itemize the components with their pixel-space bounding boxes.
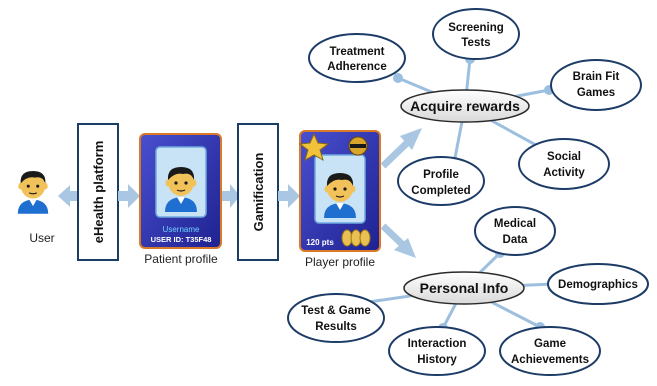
svg-text:Screening: Screening — [448, 22, 504, 34]
gamification-label: Gamification — [251, 153, 266, 232]
gamification-box — [237, 123, 279, 261]
svg-text:Social: Social — [547, 151, 581, 163]
svg-text:Results: Results — [315, 321, 357, 333]
svg-text:Interaction: Interaction — [408, 338, 467, 350]
player-points: 120 pts — [306, 238, 334, 247]
node-demographics: Demographics — [547, 263, 649, 305]
node-profile-completed: Profile Completed — [397, 156, 485, 206]
node-screening-tests: Screening Tests — [432, 8, 520, 60]
patient-username: Username — [163, 225, 200, 234]
svg-text:Completed: Completed — [411, 185, 470, 197]
svg-text:Treatment: Treatment — [330, 46, 385, 58]
ehealth-platform-label: eHealth platform — [91, 141, 106, 244]
node-treatment-adherence: Treatment Adherence — [308, 33, 406, 83]
user-label: User — [29, 231, 54, 245]
svg-text:Data: Data — [503, 234, 529, 246]
svg-text:Activity: Activity — [543, 167, 585, 179]
svg-text:Medical: Medical — [494, 218, 536, 230]
patient-profile-caption: Patient profile — [144, 252, 218, 266]
patient-user-id: USER ID: T35F48 — [151, 235, 212, 244]
svg-text:Adherence: Adherence — [327, 61, 386, 73]
player-profile-caption: Player profile — [305, 255, 375, 269]
svg-text:Test & Game: Test & Game — [301, 305, 370, 317]
acquire-rewards-label: Acquire rewards — [410, 98, 520, 114]
arrow-gamification-player — [278, 184, 300, 208]
ehealth-platform-box — [77, 123, 119, 261]
acquire-rewards-hub — [400, 89, 530, 123]
svg-text:Demographics: Demographics — [558, 279, 638, 291]
user-avatar — [17, 170, 49, 215]
player-profile-card: 120 pts — [298, 130, 381, 252]
star-icon — [298, 132, 330, 162]
connector-dot — [393, 73, 403, 83]
personal-info-label: Personal Info — [420, 280, 509, 296]
svg-text:Profile: Profile — [423, 169, 459, 181]
node-interaction-history: Interaction History — [388, 326, 486, 376]
node-game-achievements: Game Achievements — [499, 326, 601, 376]
svg-text:Game: Game — [534, 338, 566, 350]
node-social-activity: Social Activity — [518, 138, 610, 190]
svg-text:Games: Games — [577, 87, 615, 99]
arrow-ehealth-patient — [118, 184, 140, 208]
node-test-game-results: Test & Game Results — [287, 293, 385, 343]
svg-text:Brain Fit: Brain Fit — [573, 71, 620, 83]
node-brain-fit-games: Brain Fit Games — [550, 59, 642, 111]
svg-text:Tests: Tests — [461, 37, 490, 49]
coins-icon — [341, 229, 371, 247]
arrow-patient-gamification — [222, 184, 240, 208]
patient-profile-card: Username USER ID: T35F48 — [139, 133, 222, 249]
svg-text:Achievements: Achievements — [511, 354, 589, 366]
arrow-user-ehealth — [58, 185, 78, 207]
svg-text:History: History — [417, 354, 457, 366]
arrow-to-rewards — [380, 128, 422, 169]
arrow-to-personal — [380, 223, 416, 258]
node-medical-data: Medical Data — [474, 206, 556, 256]
personal-info-hub — [403, 271, 525, 305]
